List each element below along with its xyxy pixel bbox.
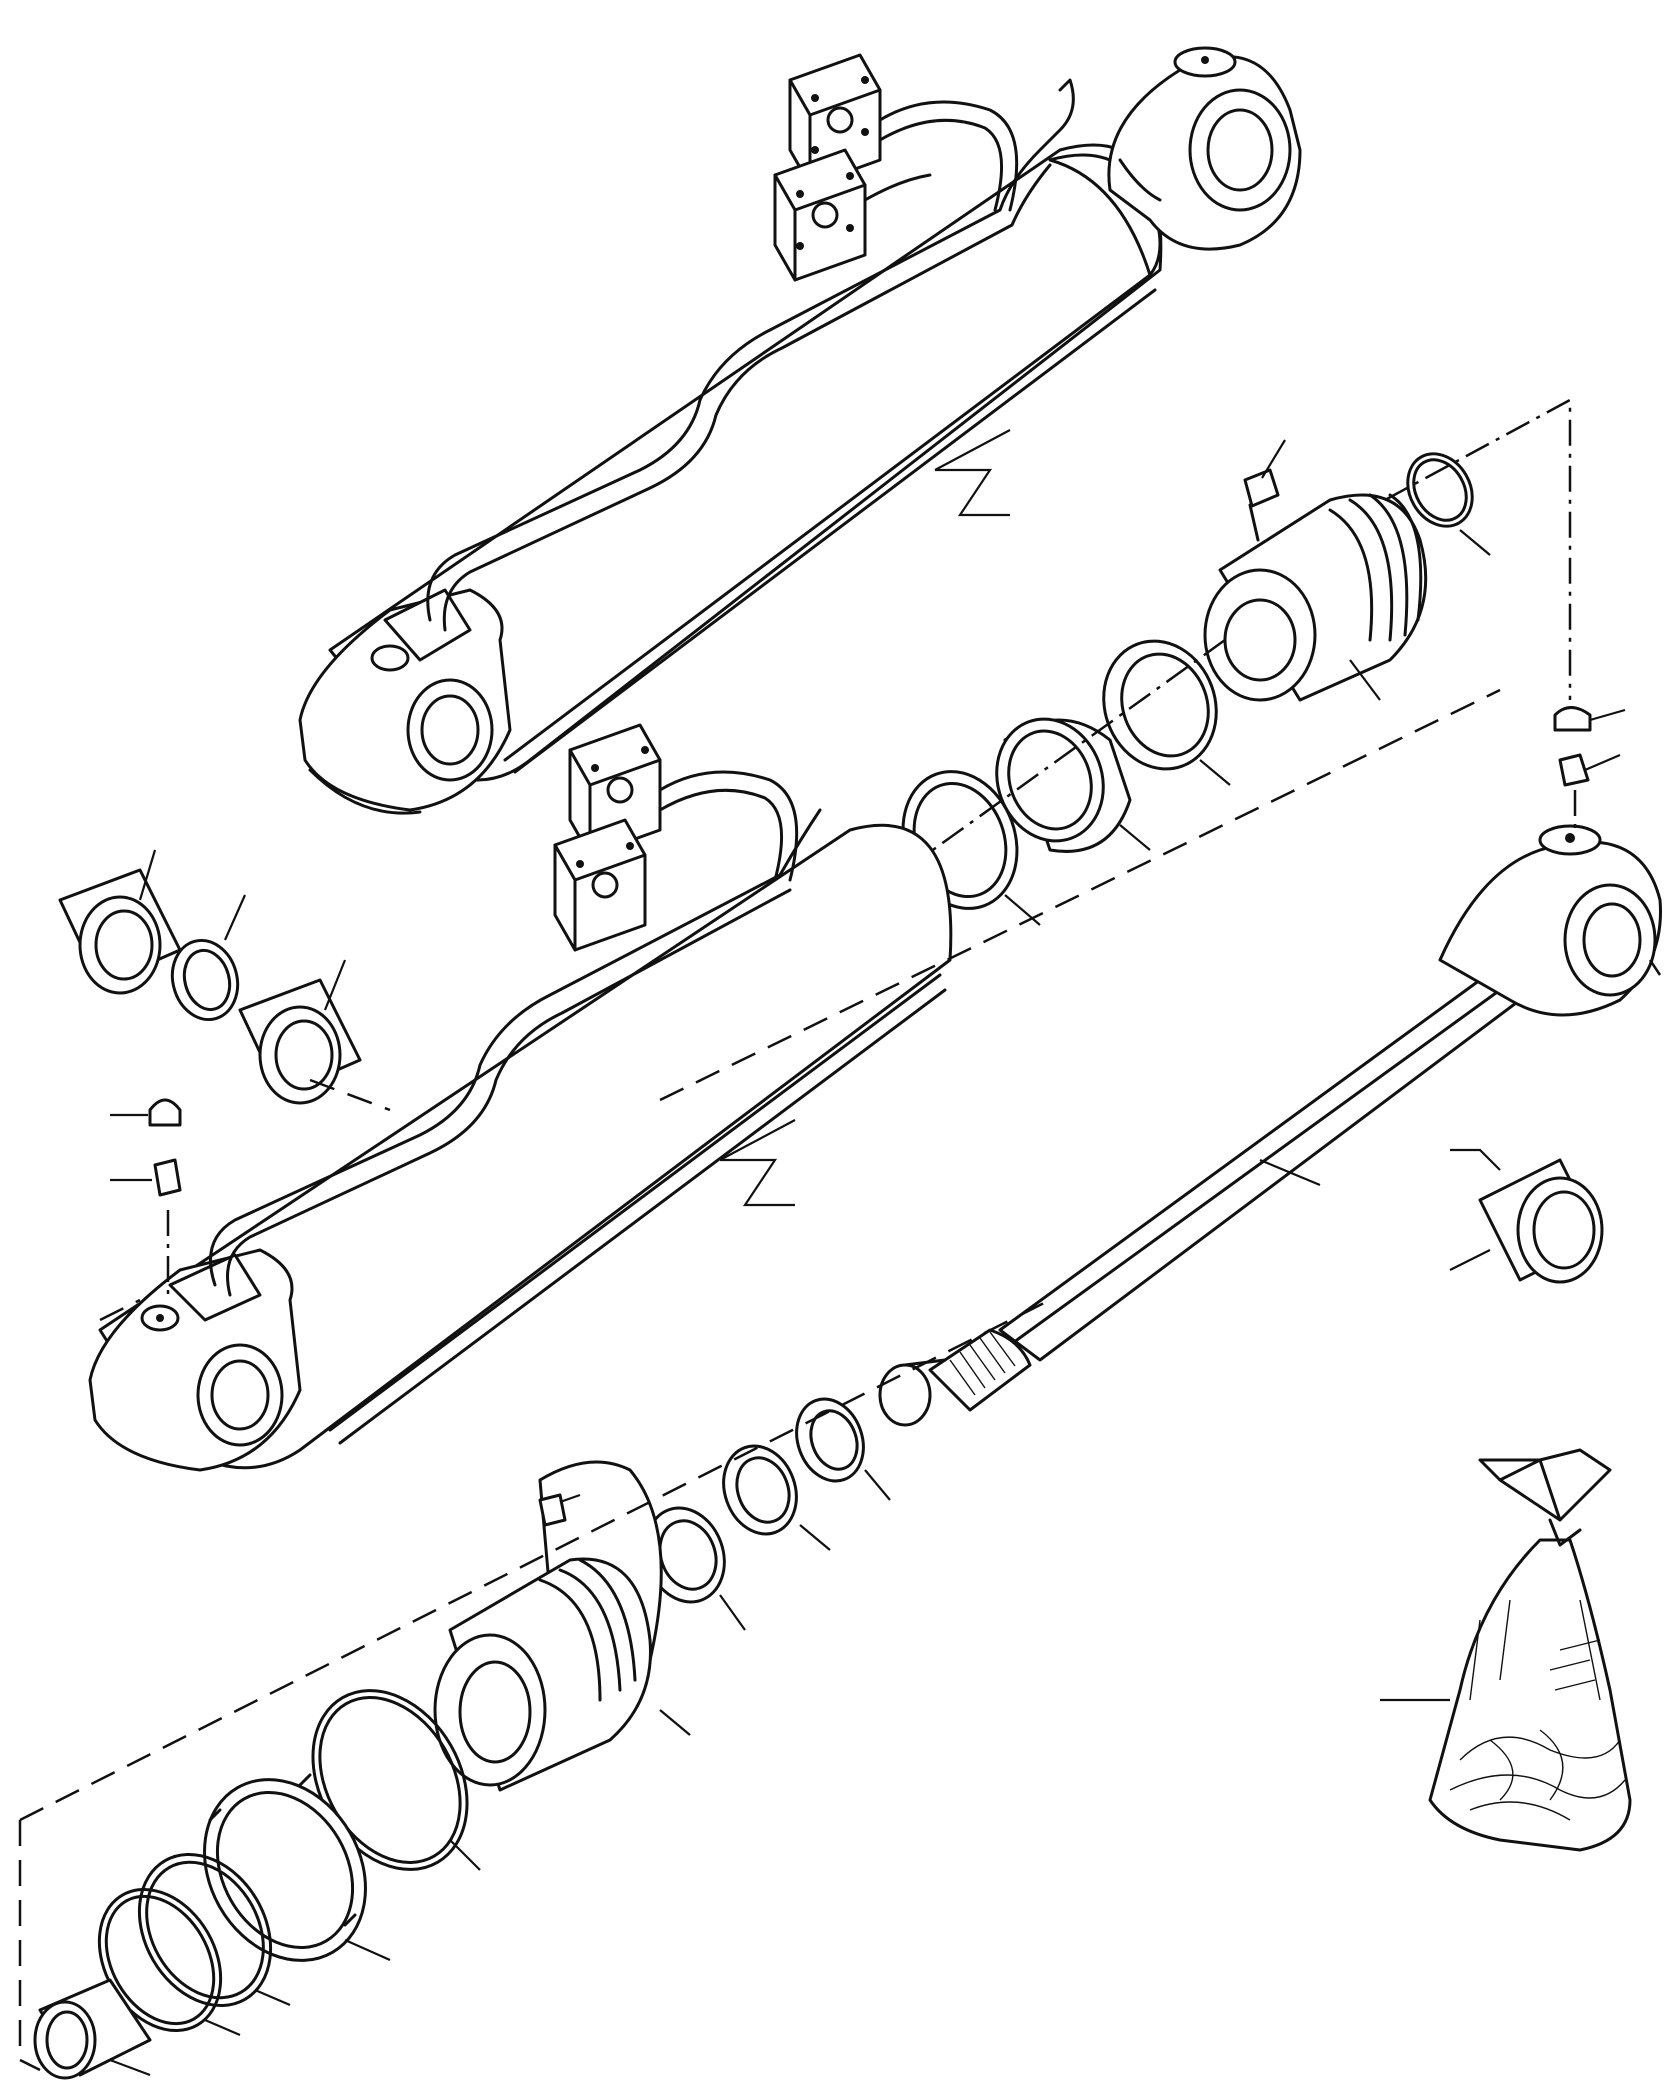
rod-eye: [1438, 824, 1662, 1017]
piston-rod: [659, 688, 1662, 1427]
left-bushings: [58, 849, 391, 1322]
lower-rings: [18, 1298, 1051, 2080]
upper-base-clevis: [298, 588, 512, 815]
lower-port-flanges: [553, 723, 799, 952]
upper-exploded-seals: [901, 397, 1572, 926]
lower-cylinder-barrel: [88, 723, 953, 1472]
upper-rod-eye: [1107, 46, 1302, 251]
gland-upper: [1203, 493, 1428, 702]
lower-base-clevis: [88, 1248, 302, 1472]
upper-cylinder-assembly: [298, 46, 1302, 815]
piston-seals: [644, 1397, 891, 1631]
piston: [433, 1460, 691, 1792]
upper-port-flanges: [773, 53, 1019, 282]
right-bushing: [1449, 1148, 1604, 1284]
seal-kit-bag: [1380, 1448, 1632, 1852]
